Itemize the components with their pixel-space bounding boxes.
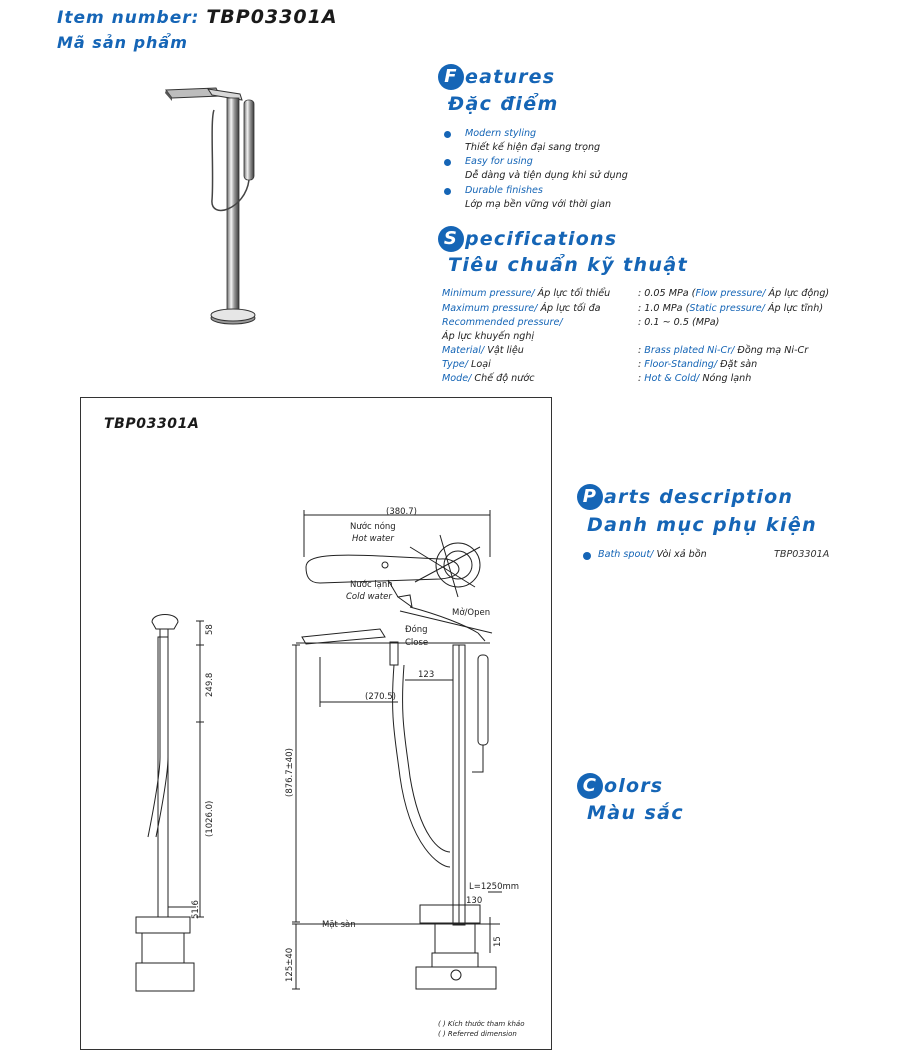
- spec-label: Type/ Loại: [442, 359, 491, 370]
- spec-value: : Hot & Cold/ Nóng lạnh: [638, 373, 752, 384]
- bullet-icon: [444, 188, 451, 195]
- bullet-icon: [444, 131, 451, 138]
- dim-1026: (1026.0): [205, 801, 215, 837]
- open-label: Mở/Open: [452, 607, 490, 618]
- spec-value: : 1.0 MPa (Static pressure/ Áp lực tĩnh): [638, 303, 824, 314]
- part-code: TBP03301A: [774, 549, 830, 560]
- specifications-title-vi: Tiêu chuẩn kỹ thuật: [448, 254, 689, 276]
- spec-label: Maximum pressure/ Áp lực tối đa: [442, 303, 601, 314]
- hot-water-en: Hot water: [352, 534, 394, 544]
- parts-title-vi: Danh mục phụ kiện: [587, 514, 818, 536]
- product-photo: [165, 87, 256, 325]
- features-title-cap: F: [438, 64, 464, 90]
- features-title-rest: eatures: [465, 66, 556, 88]
- dim-130: 130: [466, 896, 482, 906]
- specifications-title-rest: pecifications: [465, 228, 618, 250]
- spec-label: Mode/ Chế độ nước: [442, 373, 535, 384]
- colors-title-rest: olors: [604, 775, 664, 797]
- feature-vi: Lớp mạ bền vững với thời gian: [465, 199, 612, 210]
- spec-label: Minimum pressure/ Áp lực tối thiểu: [442, 288, 611, 299]
- item-number-label: Item number:: [57, 8, 200, 28]
- dim-125: 125±40: [285, 948, 295, 982]
- feature-vi: Dễ dàng và tiện dụng khi sử dụng: [465, 170, 628, 181]
- floor-label: Mặt sàn: [322, 920, 356, 930]
- colors-title-cap: C: [577, 773, 603, 799]
- part-name: Bath spout/ Vòi xả bồn: [598, 549, 707, 560]
- bullet-icon: [583, 552, 591, 560]
- spec-label: Áp lực khuyến nghị: [442, 331, 535, 342]
- hot-water-vi: Nước nóng: [350, 521, 396, 532]
- features-title-vi: Đặc điểm: [448, 93, 559, 115]
- spec-value: : Floor-Standing/ Đặt sàn: [638, 359, 758, 370]
- technical-drawing: (380.7) Nước nóng Hot water Nước lạnh Co…: [135, 507, 525, 1038]
- dim-270: (270.5): [365, 692, 396, 702]
- specifications-title-cap: S: [438, 226, 464, 252]
- item-number-value: TBP03301A: [206, 6, 338, 28]
- item-number-line: Item number: TBP03301A: [57, 6, 338, 28]
- note-vi: ( ) Kích thước tham khảo: [438, 1020, 525, 1028]
- feature-en: Modern styling: [465, 128, 537, 139]
- item-number-label-vi: Mã sản phẩm: [57, 33, 188, 52]
- colors-title-vi: Màu sắc: [587, 802, 685, 824]
- parts-title-cap: P: [577, 484, 603, 510]
- dim-123: 123: [418, 670, 434, 680]
- parts-title-rest: arts description: [604, 486, 794, 508]
- spec-value: : Brass plated Ni-Cr/ Đồng mạ Ni-Cr: [638, 345, 809, 356]
- dim-51: 51.6: [191, 900, 201, 919]
- note-en: ( ) Referred dimension: [438, 1030, 517, 1038]
- cold-water-en: Cold water: [346, 592, 392, 602]
- dim-15: 15: [493, 936, 503, 947]
- dim-249: 249.8: [205, 673, 215, 697]
- dim-876: (876.7±40): [285, 748, 295, 797]
- drawing-model-number: TBP03301A: [104, 416, 200, 432]
- dim-58: 58: [205, 624, 215, 635]
- cold-water-vi: Nước lạnh: [350, 579, 393, 590]
- spec-label: Material/ Vật liệu: [442, 345, 524, 356]
- spec-label: Recommended pressure/: [442, 317, 563, 328]
- feature-en: Easy for using: [465, 156, 533, 167]
- hose-length: L=1250mm: [469, 882, 519, 892]
- bullet-icon: [444, 159, 451, 166]
- close-label-en: Close: [405, 638, 428, 648]
- spec-value: : 0.05 MPa (Flow pressure/ Áp lực động): [638, 288, 830, 299]
- close-label-vi: Đóng: [405, 624, 428, 635]
- technical-drawing-frame: [80, 397, 552, 1050]
- feature-vi: Thiết kế hiện đại sang trọng: [465, 142, 601, 153]
- spec-value: : 0.1 ~ 0.5 (MPa): [638, 317, 720, 328]
- dim-380: (380.7): [386, 507, 417, 517]
- feature-en: Durable finishes: [465, 185, 543, 196]
